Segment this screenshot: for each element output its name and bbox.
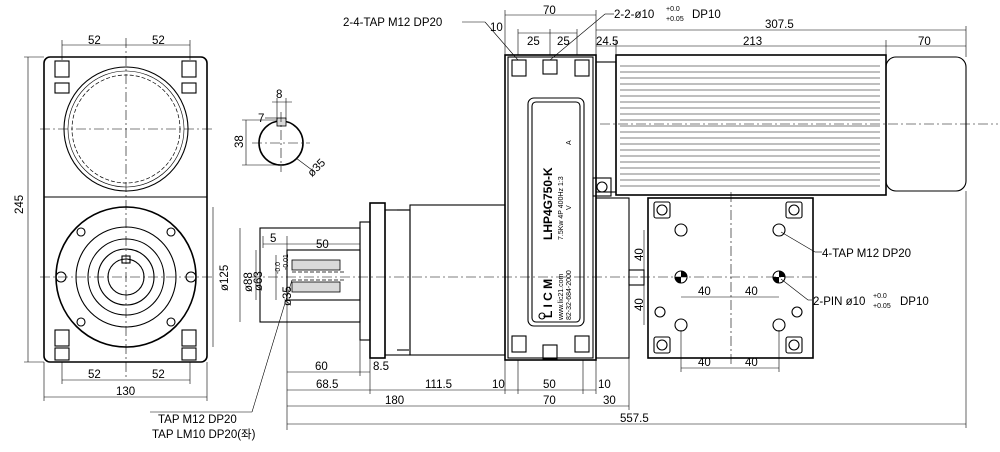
plate-dim-40-v1: 40: [634, 248, 646, 261]
dim-bot-50: 50: [543, 379, 556, 391]
nameplate: L I C M LHP4G750-K 7.5Kw 4P 400Hz 1:3 V …: [538, 140, 573, 321]
nameplate-brand: L I C M: [541, 279, 555, 318]
dim-side-35-tol-sub: -0.01: [283, 254, 290, 270]
dim-52-bottom-right: 52: [152, 369, 165, 381]
callout-pin-plate-tol-sup: +0.0: [873, 293, 887, 300]
shaft-dim-38: 38: [234, 135, 246, 148]
callout-pin-top-depth: DP10: [692, 9, 721, 21]
callout-pin-top: 2-2-ø10: [614, 9, 654, 21]
callout-tap-top: 2-4-TAP M12 DP20: [343, 17, 442, 29]
callout-pin-plate-tol-sub: +0.05: [873, 303, 891, 310]
dim-top-25b: 25: [557, 36, 570, 48]
dim-bot-70: 70: [543, 395, 556, 407]
dim-side-5: 5: [270, 233, 276, 245]
nameplate-web: www.lic21.com: [558, 274, 565, 321]
callout-pin-top-tol-sub: +0.05: [666, 16, 684, 23]
motor-fins: [620, 65, 880, 187]
dim-bot-557-5: 557.5: [620, 413, 649, 425]
plate-dim-40-v2: 40: [634, 298, 646, 311]
callout-pin-top-tol-sup: +0.0: [666, 6, 680, 13]
nameplate-amp: A: [566, 140, 573, 145]
dim-130: 130: [116, 386, 135, 398]
dim-52-top-right: 52: [152, 35, 165, 47]
dim-52-top-left: 52: [88, 35, 101, 47]
plate-dim-40-h3: 40: [698, 357, 711, 369]
shaft-dim-7: 7: [258, 113, 264, 125]
nameplate-voltage: V: [566, 205, 573, 210]
dim-bot-60: 60: [315, 361, 328, 373]
nameplate-model: LHP4G750-K: [541, 167, 555, 240]
dim-side-88: ø88: [243, 272, 255, 292]
dim-245: 245: [14, 195, 26, 214]
callout-tap-shaft-1: TAP M12 DP20: [158, 414, 237, 426]
dim-side-50: 50: [316, 239, 329, 251]
shaft-dim-8: 8: [276, 89, 282, 101]
dim-bot-10b: 10: [598, 379, 611, 391]
dim-top-10: 10: [490, 22, 503, 34]
dim-top-25a: 25: [527, 36, 540, 48]
dim-top-70-right: 70: [918, 36, 931, 48]
nameplate-phone: 82-32-684-2000: [566, 270, 573, 320]
dim-side-63: ø63: [253, 271, 265, 291]
mounting-plate: 40 40 40 40 40 40 4-TAP M12 DP20 2-PIN ø…: [634, 192, 929, 372]
callout-tap-plate: 4-TAP M12 DP20: [822, 248, 911, 260]
callout-pin-plate: 2-PIN ø10: [813, 296, 865, 308]
nameplate-spec: 7.5Kw 4P 400Hz 1:3: [558, 176, 565, 240]
shaft-dim-35: ø35: [306, 157, 329, 180]
plate-dim-40-h4: 40: [745, 357, 758, 369]
dim-top-213: 213: [743, 36, 762, 48]
dim-bot-68-5: 68.5: [316, 379, 338, 391]
dim-bot-180: 180: [385, 395, 404, 407]
side-view: L I C M LHP4G750-K 7.5Kw 4P 400Hz 1:3 V …: [150, 54, 998, 441]
dim-top-70: 70: [543, 5, 556, 17]
dim-side-35: ø35: [282, 286, 294, 306]
front-view: 52 52 245 52 52 130 ø125: [14, 35, 231, 401]
dim-bot-111-5: 111.5: [425, 379, 452, 391]
dim-52-bottom-left: 52: [88, 369, 101, 381]
dim-bot-8-5: 8.5: [373, 361, 389, 373]
dim-top-24-5: 24.5: [596, 36, 618, 48]
callout-pin-plate-depth: DP10: [900, 296, 929, 308]
dim-side-35-tol-sup: -0.0: [275, 262, 282, 274]
dim-bot-30: 30: [603, 395, 616, 407]
plate-dim-40-h2: 40: [745, 286, 758, 298]
plate-dim-40-h1: 40: [698, 286, 711, 298]
top-dimensions: 70 10 25 25 307.5 24.5 213 70 2-4-TAP M1…: [343, 5, 967, 61]
bottom-dimensions: 60 8.5 68.5 111.5 10 50 10 180 70 30 557…: [286, 191, 967, 430]
shaft-section: 8 7 38 ø35: [234, 89, 328, 179]
callout-tap-shaft-2: TAP LM10 DP20(좌): [152, 428, 256, 441]
dim-dia-125: ø125: [219, 265, 231, 291]
dim-top-307-5: 307.5: [765, 19, 794, 31]
dim-bot-10a: 10: [492, 379, 505, 391]
